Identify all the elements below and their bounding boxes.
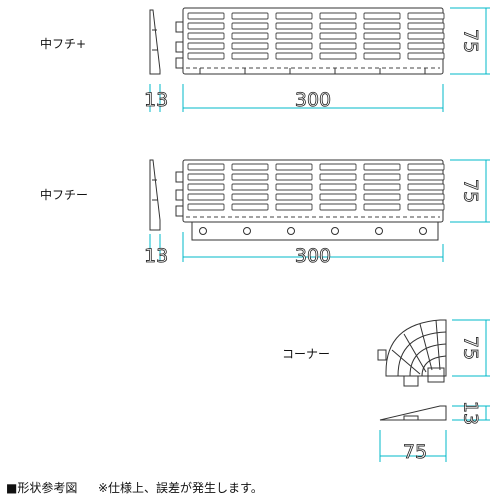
slot: [275, 163, 313, 171]
height-dimension: 75: [460, 29, 482, 53]
caption-title: ■形状参考図: [6, 480, 77, 495]
slot: [407, 42, 445, 50]
slot: [275, 12, 313, 20]
slot: [319, 173, 357, 181]
tile-outline: [182, 7, 444, 75]
slot: [231, 32, 269, 40]
slot: [275, 52, 313, 60]
slot: [231, 52, 269, 60]
slot: [407, 12, 445, 20]
slot: [275, 22, 313, 30]
height-dimension-line: [452, 319, 490, 377]
thickness-dimension: 13: [144, 245, 168, 267]
slot: [407, 193, 445, 201]
thickness-dimension: 13: [460, 401, 482, 425]
part-corner: コーナー 75 13 75: [282, 319, 490, 463]
slot: [231, 203, 269, 211]
slot: [275, 32, 313, 40]
slot: [275, 42, 313, 50]
slot: [187, 193, 225, 201]
thickness-dimension-line: [452, 405, 490, 421]
slot: [231, 173, 269, 181]
width-dimension: 300: [295, 89, 331, 111]
slot: [407, 163, 445, 171]
slot: [363, 183, 401, 191]
slot: [187, 12, 225, 20]
slot: [319, 32, 357, 40]
slot: [363, 52, 401, 60]
height-dimension: 75: [460, 179, 482, 203]
thickness-dimension: 13: [144, 89, 168, 111]
slot: [363, 22, 401, 30]
width-dimension: 300: [295, 245, 331, 267]
slot: [407, 173, 445, 181]
slot: [187, 183, 225, 191]
height-dimension-line: [450, 7, 490, 75]
slot: [231, 193, 269, 201]
corner-tile-outline: [385, 319, 447, 377]
slot: [275, 173, 313, 181]
side-profile: [149, 159, 161, 231]
slot: [319, 42, 357, 50]
slot: [319, 163, 357, 171]
width-dimension-line: [182, 232, 444, 262]
slot: [275, 203, 313, 211]
slot: [319, 193, 357, 201]
slot: [231, 42, 269, 50]
slot-grid: [187, 12, 445, 60]
width-dimension: 75: [403, 441, 427, 463]
slot: [231, 12, 269, 20]
connector-strip: [191, 221, 439, 241]
part-naka-fuchi-minus: 中フチー 300 13 75: [40, 159, 490, 267]
slot: [407, 52, 445, 60]
slot: [319, 52, 357, 60]
width-dimension-line: [379, 430, 447, 462]
slot: [319, 183, 357, 191]
connector-holes: [199, 227, 427, 235]
slot: [187, 22, 225, 30]
slot: [275, 193, 313, 201]
part-label-corner: コーナー: [282, 347, 330, 361]
side-profile: [149, 9, 161, 75]
slot: [363, 12, 401, 20]
slot: [187, 163, 225, 171]
caption-note: ※仕様上、誤差が発生します。: [98, 480, 263, 495]
slot: [187, 42, 225, 50]
slot: [407, 183, 445, 191]
slot: [187, 52, 225, 60]
slot: [407, 22, 445, 30]
slot: [187, 32, 225, 40]
corner-side-profile: [379, 405, 447, 421]
slot: [363, 163, 401, 171]
height-dimension: 75: [460, 336, 482, 360]
slot: [319, 22, 357, 30]
slot: [363, 203, 401, 211]
slot: [231, 183, 269, 191]
slot: [319, 12, 357, 20]
slot: [231, 163, 269, 171]
part-naka-fuchi-plus: 中フチ+ 300 13 75: [40, 7, 490, 112]
slot: [275, 183, 313, 191]
slot: [187, 173, 225, 181]
slot: [319, 203, 357, 211]
slot: [363, 173, 401, 181]
slot: [231, 22, 269, 30]
part-label-naka-fuchi-minus: 中フチー: [40, 187, 88, 202]
slot: [363, 42, 401, 50]
slot: [187, 203, 225, 211]
slot: [407, 32, 445, 40]
width-dimension-line: [182, 84, 444, 112]
slot-grid: [187, 163, 445, 211]
height-dimension-line: [450, 159, 490, 223]
slot: [363, 193, 401, 201]
slot: [363, 32, 401, 40]
part-label-naka-fuchi-plus: 中フチ+: [40, 36, 86, 51]
slot: [407, 203, 445, 211]
